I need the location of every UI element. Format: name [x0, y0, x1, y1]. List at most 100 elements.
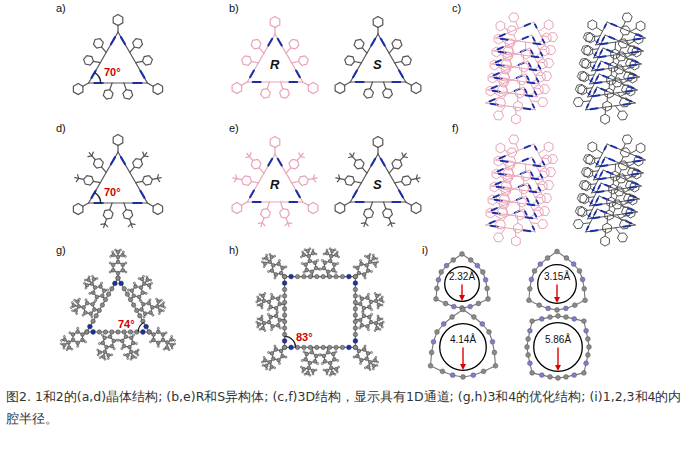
atom-ball [548, 315, 553, 320]
radius-arrow [462, 348, 463, 365]
imine-bond [591, 200, 593, 203]
atom-ball [372, 254, 374, 256]
atom-ball [166, 341, 170, 345]
phenyl-ring [618, 111, 628, 120]
atom-ball [353, 339, 358, 344]
atom-ball [586, 353, 591, 358]
atom-ball [340, 274, 344, 278]
phenyl-ring [544, 20, 553, 30]
angle-arc [95, 73, 101, 83]
bond-line [128, 224, 131, 227]
atom-ball [270, 352, 274, 356]
bond-line [593, 35, 600, 37]
atom-ball [377, 261, 379, 263]
bond-line [533, 87, 540, 89]
phenyl-ring [383, 209, 393, 219]
phenyl-ring [601, 236, 610, 246]
phenyl-ring [622, 85, 632, 94]
bond-line [621, 189, 625, 195]
phenyl-ring [620, 148, 630, 157]
bond-line [79, 178, 84, 179]
bond-line [587, 196, 594, 198]
atom-ball [329, 248, 331, 250]
phenyl-ring [588, 142, 597, 152]
bond-line [505, 150, 511, 153]
atom-ball [66, 349, 68, 351]
atom-ball [70, 307, 72, 309]
atom-ball [367, 329, 369, 331]
atom-ball [362, 312, 364, 314]
imine-bond [596, 76, 598, 79]
phenyl-ring [573, 220, 583, 229]
atom-ball [271, 263, 275, 267]
atom-ball [157, 345, 159, 347]
atom-ball [480, 270, 485, 275]
atom-ball [364, 255, 366, 257]
atom-ball [300, 366, 302, 368]
imine-bond [594, 211, 596, 214]
atom-ball [140, 277, 144, 281]
atom-ball [353, 274, 357, 278]
circle-outline [439, 323, 487, 371]
atom-ball [104, 358, 106, 360]
atom-ball [259, 328, 261, 330]
atom-ball [315, 274, 319, 278]
atom-ball [321, 274, 325, 278]
bond-line [301, 156, 305, 158]
atom-ball [71, 302, 73, 304]
atom-ball [362, 314, 366, 318]
atom-ball [330, 249, 334, 253]
atom-ball [353, 313, 357, 317]
imine-bond [140, 71, 144, 78]
atom-ball [532, 269, 537, 274]
imine-bond [353, 71, 357, 78]
atom-ball [362, 273, 366, 277]
imine-bond [595, 82, 602, 83]
imine-bond [533, 104, 535, 107]
imine-bond [604, 24, 606, 27]
bond-line [353, 157, 356, 161]
bond-line [355, 182, 362, 183]
imine-bond [593, 95, 600, 96]
atom-ball [262, 364, 264, 366]
atom-ball [480, 322, 485, 327]
phenyl-ring [383, 89, 393, 99]
bond-line [400, 157, 403, 161]
atom-ball [360, 323, 364, 327]
atom-ball [281, 266, 285, 270]
imine-bond [133, 202, 141, 204]
bond-line [503, 41, 509, 44]
bond-line [516, 144, 519, 151]
atom-ball [322, 266, 326, 270]
bond-line [102, 47, 107, 52]
bond-line [124, 203, 126, 210]
imine-bond [524, 230, 531, 231]
imine-bond [535, 24, 537, 27]
atom-ball [308, 361, 312, 365]
atom-ball [320, 268, 322, 270]
imine-bond [589, 91, 591, 94]
imine-bond [140, 191, 144, 198]
bond-line [118, 32, 147, 83]
imine-bond [371, 159, 375, 166]
atom-ball [97, 354, 99, 356]
imine-bond [600, 172, 602, 175]
atom-ball [274, 277, 276, 279]
phenyl-ring [624, 194, 634, 203]
atom-ball [91, 302, 95, 306]
atom-ball [302, 251, 304, 253]
atom-ball [366, 352, 370, 356]
atom-ball [77, 345, 79, 347]
atom-ball [336, 251, 338, 253]
atom-ball [381, 318, 383, 320]
phenyl-ring [518, 75, 527, 85]
atom-ball [63, 335, 65, 337]
atom-ball [525, 345, 530, 350]
phenyl-ring [544, 142, 553, 152]
atom-ball [269, 253, 271, 255]
atom-ball [85, 283, 89, 287]
bond-line [286, 218, 288, 223]
imine-bond [253, 81, 261, 83]
atom-ball [322, 354, 326, 358]
phenyl-ring [232, 83, 242, 94]
